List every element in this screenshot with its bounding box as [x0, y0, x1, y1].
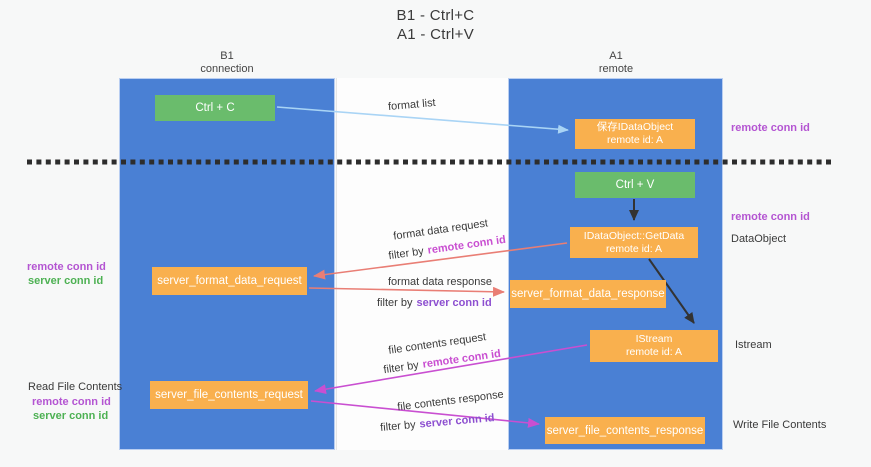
- server-conn-id-text: server conn id: [416, 297, 492, 309]
- node-istream-line1: IStream: [635, 333, 673, 345]
- node-server-format-data-request: server_format_data_request: [152, 267, 307, 295]
- filter-by-text: filter by: [377, 297, 413, 309]
- annotation-left-remote-conn-id-1: remote conn id: [27, 261, 106, 273]
- column-header-a1: A1 remote: [536, 50, 696, 76]
- annotation-left-server-conn-id-2: server conn id: [33, 410, 109, 422]
- node-save-idataobject-line2: remote id: A: [606, 134, 664, 146]
- node-server-file-contents-response: server_file_contents_response: [545, 417, 705, 444]
- column-header-b1: B1 connection: [147, 50, 307, 76]
- annotation-remote-conn-id-mid: remote conn id: [731, 211, 810, 223]
- title-line-1: B1 - Ctrl+C: [396, 7, 475, 24]
- node-server-format-data-response: server_format_data_response: [510, 280, 666, 308]
- node-server-file-contents-request: server_file_contents_request: [150, 381, 308, 409]
- annotation-remote-conn-id-top: remote conn id: [731, 122, 810, 134]
- node-istream-line2: remote id: A: [625, 346, 683, 358]
- annotation-write-file-contents: Write File Contents: [733, 419, 827, 431]
- column-b1-subtitle: connection: [200, 63, 254, 75]
- node-ctrl-v: Ctrl + V: [575, 172, 695, 198]
- node-save-idataobject: 保存IDataObject remote id: A: [575, 119, 695, 149]
- node-istream: IStream remote id: A: [590, 330, 718, 362]
- node-server-file-contents-request-label: server_file_contents_request: [155, 389, 303, 401]
- node-idataobject-getdata-line2: remote id: A: [605, 242, 663, 255]
- column-a1-subtitle: remote: [598, 63, 634, 75]
- annotation-left-remote-conn-id-2: remote conn id: [32, 396, 111, 408]
- title-line-2: A1 - Ctrl+V: [396, 26, 475, 43]
- node-ctrl-v-label: Ctrl + V: [615, 179, 655, 191]
- node-server-file-contents-response-label: server_file_contents_response: [546, 424, 704, 437]
- node-server-format-data-response-label: server_format_data_response: [511, 288, 665, 300]
- node-save-idataobject-line1: 保存IDataObject: [596, 121, 674, 133]
- node-server-format-data-request-label: server_format_data_request: [157, 275, 302, 287]
- annotation-dataobject: DataObject: [731, 233, 787, 245]
- node-ctrl-c: Ctrl + C: [155, 95, 275, 121]
- node-idataobject-getdata-line1: IDataObject::GetData: [583, 229, 685, 242]
- column-b1-name: B1: [220, 50, 234, 62]
- label-format-data-response: format data response: [388, 276, 492, 288]
- annotation-left-server-conn-id-1: server conn id: [28, 275, 104, 287]
- node-idataobject-getdata: IDataObject::GetData remote id: A: [570, 227, 698, 258]
- node-ctrl-c-label: Ctrl + C: [195, 102, 235, 114]
- column-a1-name: A1: [609, 50, 623, 62]
- annotation-read-file-contents: Read File Contents: [28, 381, 123, 393]
- annotation-istream: Istream: [735, 339, 772, 351]
- diagram-title: B1 - Ctrl+C A1 - Ctrl+V: [0, 6, 871, 44]
